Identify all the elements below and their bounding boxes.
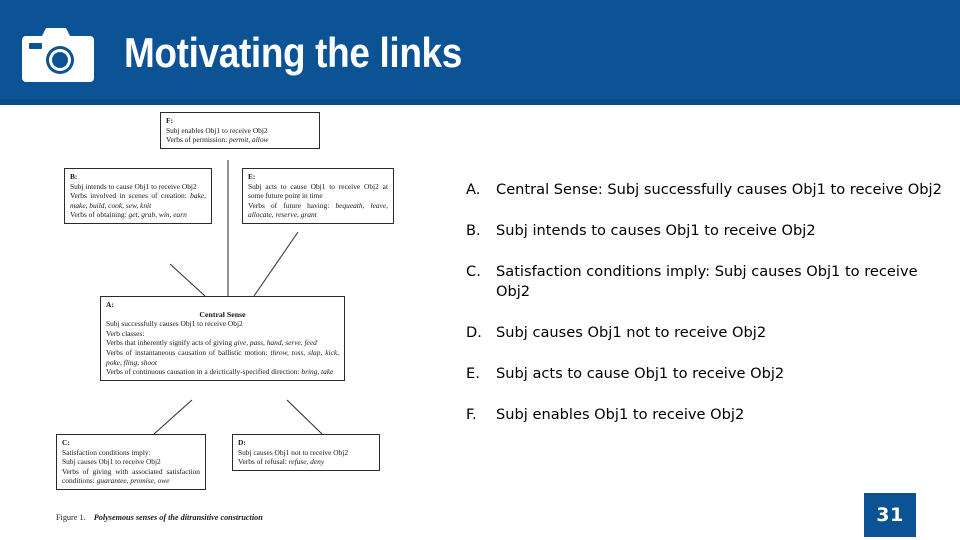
list-item-text: Subj intends to causes Obj1 to receive O… bbox=[496, 222, 816, 239]
figure-box-b-line2-label: Verbs involved in scenes of creation: bbox=[70, 191, 187, 201]
figure-box-a-tag: A: bbox=[106, 300, 114, 309]
figure-box-f-line2-label: Verbs of permission: bbox=[166, 135, 228, 145]
figure-box-d-line2-label: Verbs of refusal: bbox=[238, 457, 287, 467]
figure-box-e-line1: Subj acts to cause Obj1 to receive Obj2 … bbox=[248, 181, 388, 201]
figure-box-a-line3-label: Verbs that inherently signify acts of gi… bbox=[106, 338, 233, 348]
figure-box-a-line3-verbs: give, pass, hand, serve, feed bbox=[233, 338, 317, 348]
figure-connector-lines bbox=[153, 160, 323, 435]
figure-box-b-line2-verbs: bake, make, build, cook, sew, knit bbox=[70, 191, 206, 210]
figure-box-e-tag: E: bbox=[248, 172, 256, 181]
list-item-marker: B. bbox=[466, 222, 481, 239]
figure-box-f-tag: F: bbox=[166, 116, 173, 125]
figure-box-f-line2-verbs: permit, allow bbox=[229, 135, 269, 145]
list-item: F. Subj enables Obj1 to receive Obj2 bbox=[466, 405, 944, 425]
figure-box-d-line2-verbs: refuse, deny bbox=[288, 457, 325, 467]
figure-box-d: D: Subj causes Obj1 not to receive Obj2 … bbox=[232, 434, 380, 471]
list-item: D. Subj causes Obj1 not to receive Obj2 bbox=[466, 323, 944, 343]
figure-box-a-line2: Verb classes: bbox=[106, 328, 145, 338]
figure-box-a-central-sense-heading: Central Sense bbox=[199, 309, 246, 319]
figure-box-e-line2-label: Verbs of future having: bbox=[248, 200, 330, 210]
figure-box-c-line3-verbs: guarantee, promise, owe bbox=[96, 476, 170, 486]
figure-box-a-line5-label: Verbs of continuous causation in a deict… bbox=[106, 367, 300, 377]
figure-box-c-tag: C: bbox=[62, 438, 70, 447]
figure-caption: Figure 1. Polysemous senses of the ditra… bbox=[56, 513, 263, 522]
figure-box-a-line4-verbs: throw, toss, slap, kick, poke, fling, sh… bbox=[106, 347, 339, 367]
list-item: C. Satisfaction conditions imply: Subj c… bbox=[466, 262, 944, 302]
list-item-text: Central Sense: Subj successfully causes … bbox=[496, 181, 942, 198]
figure-box-e-line2-verbs: bequeath, leave, allocate, reserve, gran… bbox=[248, 200, 388, 220]
figure-box-b-line3-verbs: get, grab, win, earn bbox=[128, 210, 187, 220]
figure-box-a-line4-label: Verbs of instantaneous causation of ball… bbox=[106, 347, 268, 357]
figure-box-d-line1: Subj causes Obj1 not to receive Obj2 bbox=[238, 447, 349, 457]
figure-box-a-line5-verbs: bring, take bbox=[301, 367, 334, 377]
list-item-text: Subj causes Obj1 not to receive Obj2 bbox=[496, 324, 767, 341]
figure-box-b-line1: Subj intends to cause Obj1 to receive Ob… bbox=[70, 181, 197, 191]
list-item-marker: D. bbox=[466, 324, 482, 341]
list-item: A. Central Sense: Subj successfully caus… bbox=[466, 180, 944, 200]
figure-box-b-tag: B: bbox=[70, 172, 78, 181]
figure-box-f-line1: Subj enables Obj1 to receive Obj2 bbox=[166, 125, 268, 135]
sense-list: A. Central Sense: Subj successfully caus… bbox=[466, 180, 944, 446]
slide-header-band bbox=[0, 0, 960, 99]
figure-box-d-tag: D: bbox=[238, 438, 246, 447]
figure-caption-label: Figure 1. bbox=[56, 513, 86, 522]
figure-box-f: F: Subj enables Obj1 to receive Obj2 Ver… bbox=[160, 112, 320, 149]
list-item-marker: E. bbox=[466, 365, 480, 382]
list-item-marker: A. bbox=[466, 181, 481, 198]
slide-number-badge: 31 bbox=[864, 493, 916, 537]
list-item: B. Subj intends to causes Obj1 to receiv… bbox=[466, 221, 944, 241]
figure-box-e: E: Subj acts to cause Obj1 to receive Ob… bbox=[242, 168, 394, 224]
page-title: Motivating the links bbox=[124, 29, 462, 76]
list-item-text: Subj enables Obj1 to receive Obj2 bbox=[496, 406, 745, 423]
figure-polysemous-senses: F: Subj enables Obj1 to receive Obj2 Ver… bbox=[42, 108, 442, 533]
list-item: E. Subj acts to cause Obj1 to receive Ob… bbox=[466, 364, 944, 384]
figure-box-c: C: Satisfaction conditions imply: Subj c… bbox=[56, 434, 206, 490]
figure-box-a: A: Central Sense Subj successfully cause… bbox=[100, 296, 345, 381]
figure-box-b: B: Subj intends to cause Obj1 to receive… bbox=[64, 168, 212, 224]
header-underline bbox=[0, 99, 960, 105]
figure-box-a-line1: Subj successfully causes Obj1 to receive… bbox=[106, 319, 243, 329]
figure-box-c-line1: Satisfaction conditions imply: bbox=[62, 447, 151, 457]
list-item-marker: F. bbox=[466, 406, 477, 423]
list-item-marker: C. bbox=[466, 263, 481, 280]
list-item-text: Satisfaction conditions imply: Subj caus… bbox=[496, 263, 918, 300]
figure-caption-text: Polysemous senses of the ditransitive co… bbox=[93, 513, 263, 522]
figure-box-c-line2: Subj causes Obj1 to receive Obj2 bbox=[62, 457, 161, 467]
figure-box-b-line3-label: Verbs of obtaining: bbox=[70, 210, 127, 220]
list-item-text: Subj acts to cause Obj1 to receive Obj2 bbox=[496, 365, 785, 382]
figure-box-c-line3-label: Verbs of giving with associated satisfac… bbox=[62, 466, 200, 486]
camera-icon bbox=[22, 28, 94, 82]
